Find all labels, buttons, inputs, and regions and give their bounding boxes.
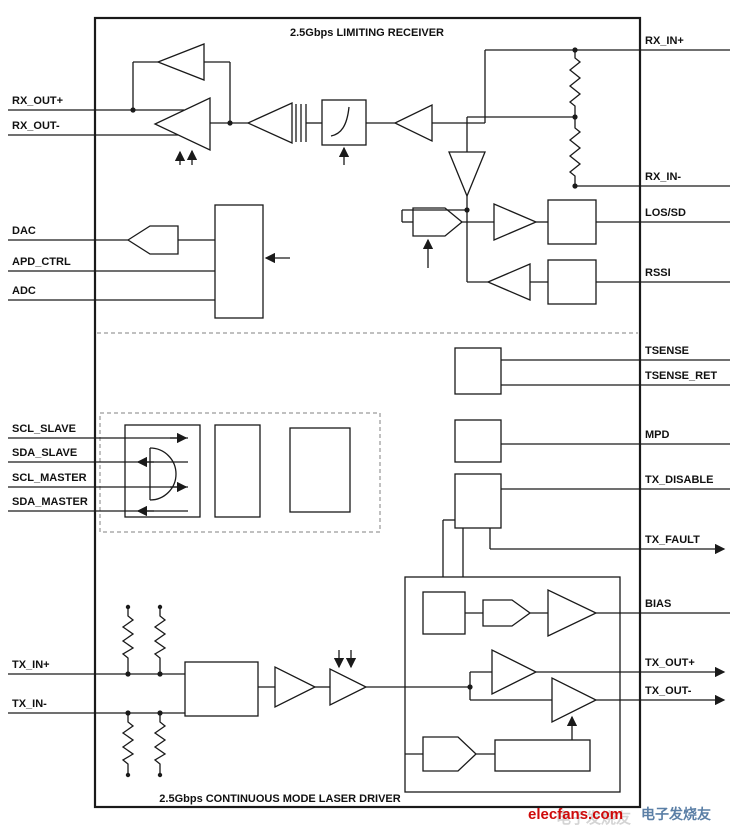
pin-label-scl-master: SCL_MASTER: [12, 472, 87, 484]
feedback-amp-icon: [156, 43, 205, 81]
tx-control-block: [454, 473, 502, 529]
los-comparator-icon: [412, 207, 464, 237]
chip-outline: [93, 16, 642, 809]
pin-label-bias: BIAS: [645, 598, 671, 610]
driver-wires: [8, 607, 730, 775]
driver-junction-dots: [125, 604, 473, 778]
i2c-section: [8, 412, 381, 533]
watermark: 电子发烧友 elecfans.com 电子发烧友: [528, 806, 711, 827]
pin-label-tsense-ret: TSENSE_RET: [645, 370, 717, 382]
pin-label-rx-in-minus: RX_IN-: [645, 171, 681, 183]
termination-resistor-icon: [568, 117, 582, 186]
input-amp-icon: [153, 96, 211, 152]
pin-label-sda-slave: SDA_SLAVE: [12, 447, 77, 459]
pin-label-rx-out-minus: RX_OUT-: [12, 120, 60, 132]
rssi-register-block: [547, 259, 597, 305]
bias-resistor-icon: [153, 607, 167, 674]
tx-buffer-amp-icon: [274, 665, 317, 709]
pin-label-scl-slave: SCL_SLAVE: [12, 423, 76, 435]
dac-icon: [126, 225, 179, 255]
i2c-wires: [8, 437, 188, 512]
i2c-interface-block: [124, 424, 201, 518]
pin-label-tx-fault: TX_FAULT: [645, 534, 700, 546]
pin-label-tx-in-plus: TX_IN+: [12, 659, 50, 671]
limiting-amp-icon: [246, 101, 293, 145]
bias-control-block: [422, 591, 466, 635]
slope-curve-icon: [330, 106, 350, 137]
pin-label-dac: DAC: [12, 225, 36, 237]
tsense-block: [454, 347, 502, 395]
mpd-block: [454, 419, 502, 463]
watermark-cn-shadow: 电子发烧友: [556, 809, 631, 827]
pin-labels-left: RX_OUT+ RX_OUT- DAC APD_CTRL ADC SCL_SLA…: [12, 95, 88, 710]
pin-label-tx-out-minus: TX_OUT-: [645, 685, 692, 697]
apd-control-block: [214, 204, 264, 319]
pin-label-tx-in-minus: TX_IN-: [12, 698, 47, 710]
monitor-wires: [443, 359, 730, 549]
pin-label-rssi: RSSI: [645, 267, 671, 279]
receiver-title: 2.5Gbps LIMITING RECEIVER: [290, 27, 444, 39]
driver-arrows: [333, 650, 726, 740]
bias-resistor-icon: [121, 713, 135, 775]
detector-amp-icon: [448, 151, 486, 198]
buffer-amp-icon: [393, 103, 433, 143]
receiver-section: [8, 43, 730, 319]
pin-label-tx-disable: TX_DISABLE: [645, 474, 713, 486]
receiver-arrows: [174, 146, 434, 268]
pin-label-los-sd: LOS/SD: [645, 207, 686, 219]
driver-title: 2.5Gbps CONTINUOUS MODE LASER DRIVER: [159, 793, 400, 805]
pin-label-tx-out-plus: TX_OUT+: [645, 657, 695, 669]
rssi-amp-icon: [486, 263, 531, 301]
pin-labels-right: RX_IN+ RX_IN- LOS/SD RSSI TSENSE TSENSE_…: [645, 35, 717, 697]
pin-label-rx-in-plus: RX_IN+: [645, 35, 684, 47]
receiver-junction-dots: [130, 47, 578, 213]
los-amp-icon: [493, 203, 538, 241]
pin-label-apd-ctrl: APD_CTRL: [12, 256, 71, 268]
i2c-arrows: [136, 432, 188, 517]
laser-driver-section: [8, 576, 730, 793]
i2c-logic-block: [214, 424, 261, 518]
i2c-register-block: [289, 427, 351, 513]
tx-input-block: [184, 661, 259, 717]
i2c-dashed-boundary: [99, 412, 381, 533]
bias-resistor-icon: [121, 607, 135, 674]
pin-label-rx-out-plus: RX_OUT+: [12, 95, 63, 107]
pin-label-tsense: TSENSE: [645, 345, 689, 357]
apc-register-block: [494, 739, 591, 772]
slope-filter-block: [321, 99, 367, 146]
receiver-wires: [8, 49, 730, 301]
tx-predriver-amp-icon: [329, 667, 368, 707]
i2c-arc-icon: [149, 447, 177, 501]
pin-label-mpd: MPD: [645, 429, 670, 441]
watermark-brand: elecfans.com: [528, 806, 623, 823]
pin-label-sda-master: SDA_MASTER: [12, 496, 88, 508]
bias-resistor-icon: [153, 713, 167, 775]
bias-dac-icon: [482, 599, 532, 627]
pin-label-adc: ADC: [12, 285, 36, 297]
apc-comparator-icon: [422, 736, 477, 772]
termination-resistor-icon: [568, 50, 582, 117]
monitor-section: [437, 347, 730, 591]
watermark-brand-cn: 电子发烧友: [641, 806, 711, 823]
los-register-block: [547, 199, 597, 245]
